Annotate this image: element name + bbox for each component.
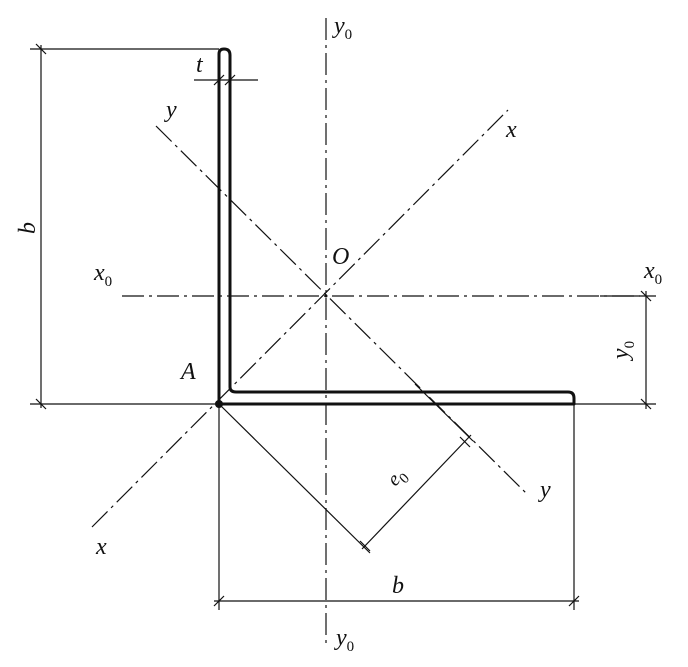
b-left-tick-bottom bbox=[35, 398, 47, 410]
t-label: t bbox=[196, 52, 204, 78]
t-tick-right bbox=[224, 74, 236, 86]
x-lower-label: x bbox=[95, 534, 107, 560]
x0-right-label: x0 bbox=[643, 258, 662, 288]
y-upper-label: y bbox=[164, 97, 177, 123]
b-bottom-tick-right bbox=[568, 595, 580, 607]
angle-profile bbox=[217, 47, 576, 406]
b-bottom-tick-left bbox=[213, 595, 225, 607]
y0-dim-tick-top bbox=[640, 290, 652, 302]
t-tick-left bbox=[213, 74, 225, 86]
y0-dim-tick-bottom bbox=[640, 398, 652, 410]
b-bottom-label: b bbox=[392, 573, 404, 599]
point-a-label: A bbox=[179, 359, 196, 385]
centroid-point bbox=[324, 294, 328, 298]
e0-label: e0 bbox=[383, 463, 413, 493]
origin-o-label: O bbox=[332, 244, 349, 270]
e0-ext-from-a bbox=[218, 403, 371, 554]
x-upper-label: x bbox=[505, 117, 517, 143]
y0-dim-label: y0 bbox=[608, 341, 638, 361]
x0-left-label: x0 bbox=[93, 260, 112, 290]
b-left-tick-top bbox=[35, 43, 47, 55]
y0-bottom-label: y0 bbox=[334, 625, 354, 655]
e0-tick-upper bbox=[459, 436, 471, 448]
e0-ext-from-y bbox=[414, 383, 474, 442]
b-left-label: b bbox=[15, 222, 41, 234]
y-lower-label: y bbox=[538, 477, 551, 503]
e0-dim-line bbox=[361, 434, 472, 550]
e0-tick-lower bbox=[359, 540, 371, 552]
y0-top-label: y0 bbox=[332, 13, 352, 43]
x-axis-line bbox=[91, 109, 509, 528]
